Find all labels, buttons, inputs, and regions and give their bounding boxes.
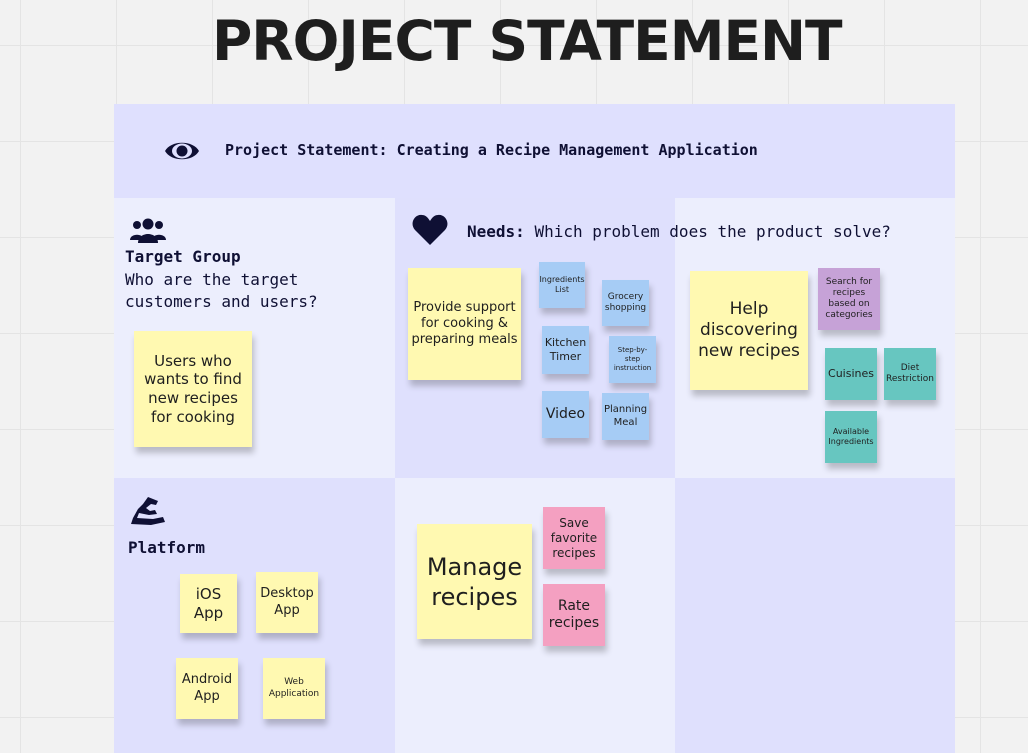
needs-label: Needs: bbox=[467, 222, 525, 241]
platform-title: Platform bbox=[128, 538, 206, 557]
sticky-note[interactable]: Android App bbox=[176, 658, 238, 719]
sticky-note[interactable]: Web Application bbox=[263, 658, 325, 719]
sticky-note[interactable]: Cuisines bbox=[825, 348, 877, 400]
sticky-note[interactable]: Grocery shopping bbox=[602, 280, 649, 326]
empty-cell bbox=[675, 478, 955, 753]
statement-band bbox=[114, 104, 955, 198]
target-group-title: Target Group bbox=[125, 247, 241, 266]
sticky-note[interactable]: Kitchen Timer bbox=[542, 326, 589, 374]
platform-icon bbox=[129, 496, 167, 530]
platform-cell bbox=[114, 478, 395, 753]
page-title: PROJECT STATEMENT bbox=[212, 9, 843, 73]
sticky-note[interactable]: Available Ingredients bbox=[825, 411, 877, 463]
sticky-note[interactable]: Users who wants to find new recipes for … bbox=[134, 331, 252, 447]
sticky-note[interactable]: Save favorite recipes bbox=[543, 507, 605, 569]
project-statement: Project Statement: Creating a Recipe Man… bbox=[225, 141, 758, 159]
sticky-note[interactable]: Diet Restriction bbox=[884, 348, 936, 400]
sticky-note[interactable]: Step-by-step instruction bbox=[609, 336, 656, 383]
needs-heading: Needs: Which problem does the product so… bbox=[467, 222, 891, 241]
sticky-note[interactable]: Rate recipes bbox=[543, 584, 605, 646]
target-group-question: Who are the target customers and users? bbox=[125, 270, 318, 311]
users-icon bbox=[129, 218, 167, 248]
sticky-note[interactable]: Search for recipes based on categories bbox=[818, 268, 880, 330]
needs-question: Which problem does the product solve? bbox=[534, 222, 891, 241]
sticky-note[interactable]: Video bbox=[542, 391, 589, 438]
eye-icon bbox=[164, 137, 200, 169]
sticky-note[interactable]: Ingredients List bbox=[539, 262, 585, 308]
sticky-note[interactable]: Help discovering new recipes bbox=[690, 271, 808, 390]
sticky-note[interactable]: Provide support for cooking & preparing … bbox=[408, 268, 521, 380]
sticky-note[interactable]: Planning Meal bbox=[602, 393, 649, 440]
heart-icon bbox=[412, 214, 448, 250]
sticky-note[interactable]: iOS App bbox=[180, 574, 237, 633]
board-frame bbox=[114, 104, 955, 753]
sticky-note[interactable]: Desktop App bbox=[256, 572, 318, 633]
sticky-note[interactable]: Manage recipes bbox=[417, 524, 532, 639]
